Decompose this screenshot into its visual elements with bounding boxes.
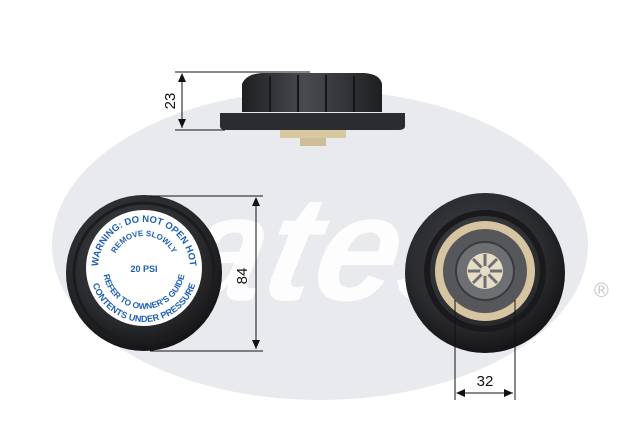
cap-side-seal: [280, 130, 346, 138]
cap-side-stem: [300, 138, 326, 146]
dimension-diameter-label: 84: [234, 268, 251, 285]
cap-side-grip: [242, 73, 382, 112]
valve-center: [480, 266, 490, 276]
cap-side-flange: [220, 113, 405, 130]
cap-side-view: [220, 73, 405, 146]
cap-bottom-ring: [424, 210, 546, 332]
registered-mark: ®: [594, 280, 609, 302]
dimension-diameter: [150, 195, 263, 352]
dimension-inner: [454, 300, 516, 400]
cap-label: [86, 210, 202, 326]
cap-top-rim: [72, 201, 216, 345]
grip-ridges: [269, 75, 355, 112]
cap-bottom-view: [405, 193, 565, 353]
label-pressure: 20 PSI: [130, 264, 157, 274]
dimension-height: [175, 71, 310, 131]
dimension-height-label: 23: [162, 93, 179, 110]
dimension-inner-label: 32: [477, 373, 494, 390]
cap-top-view: WARNING: DO NOT OPEN HOT REMOVE SLOWLY 2…: [66, 195, 222, 351]
